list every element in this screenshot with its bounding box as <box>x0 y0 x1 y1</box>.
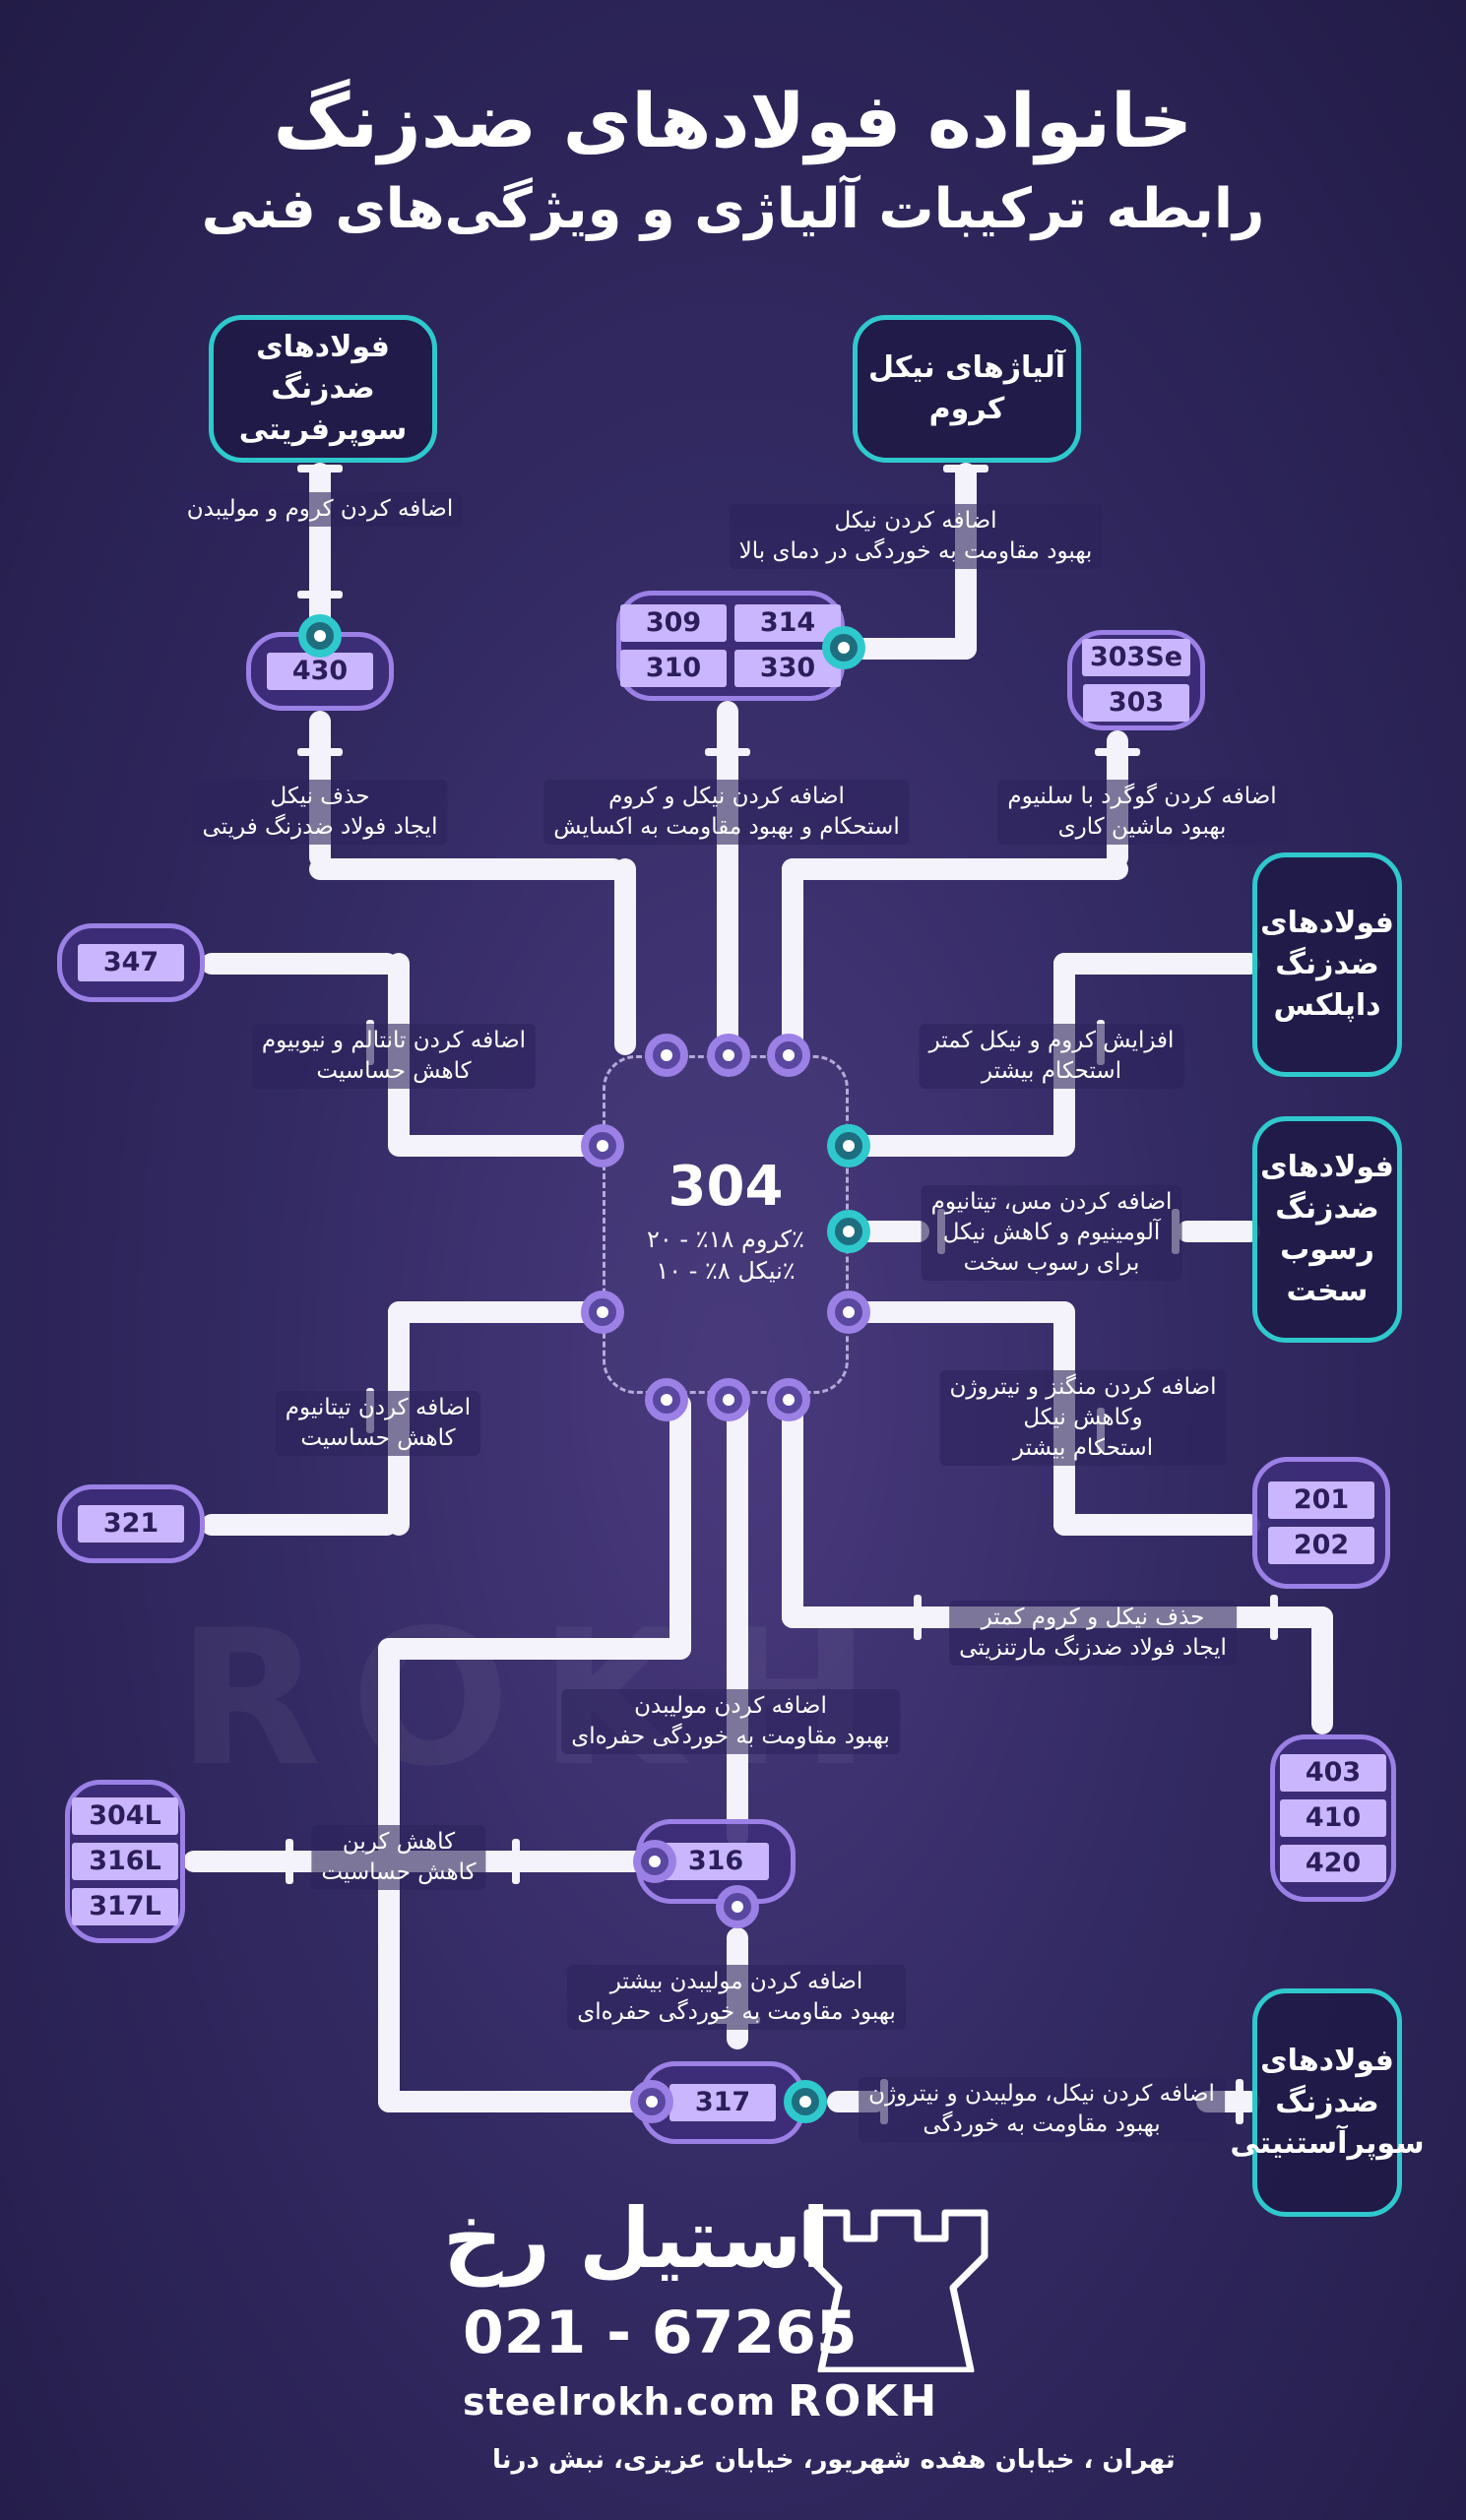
grade-201: 201 <box>1268 1481 1374 1519</box>
grade-317l: 317L <box>72 1888 178 1925</box>
connector-dot <box>767 1034 810 1077</box>
hub-duplex-label: فولادهای ضدزنگ داپلکس <box>1260 906 1394 1023</box>
logo-wordmark: ROKH <box>788 2376 940 2426</box>
node-347[interactable]: 347 <box>57 923 205 1002</box>
hub-superaustenitic-label: فولادهای ضدزنگ سوپرآستنیتی <box>1230 2044 1425 2161</box>
grade-303: 303 <box>1083 684 1189 722</box>
connector-dot <box>827 1210 870 1253</box>
hub-precipitation-label: فولادهای ضدزنگ رسوب سخت <box>1260 1150 1394 1308</box>
address: تهران ، خیابان هفده شهریور، خیابان عزیزی… <box>492 2445 1176 2475</box>
grade-430: 430 <box>267 653 373 690</box>
connector-dot <box>827 1291 870 1334</box>
connector-dot <box>581 1291 624 1334</box>
grade-310: 310 <box>620 650 727 687</box>
connector-dot <box>581 1124 624 1167</box>
hub-superaustenitic[interactable]: فولادهای ضدزنگ سوپرآستنیتی <box>1230 1988 1425 2217</box>
connector-dot <box>645 1378 688 1421</box>
grade-314: 314 <box>734 604 841 642</box>
grade-202: 202 <box>1268 1527 1374 1564</box>
node-316[interactable]: 316 <box>636 1819 796 1904</box>
connector-dot <box>784 2080 827 2123</box>
node-303-group[interactable]: 303Se 303 <box>1067 630 1205 730</box>
connector-dot <box>822 626 865 669</box>
node-403-group[interactable]: 403 410 420 <box>1270 1734 1396 1902</box>
hub-nickel-chrome-label: آلیاژهای نیکل کروم <box>867 350 1066 426</box>
website-link[interactable]: steelrokh.com <box>463 2380 777 2424</box>
grade-347: 347 <box>78 944 184 981</box>
node-309-group[interactable]: 309 314 310 330 <box>616 591 845 701</box>
node-321[interactable]: 321 <box>57 1484 205 1563</box>
rook-logo-icon <box>803 2209 988 2372</box>
node-201-group[interactable]: 201 202 <box>1252 1457 1390 1589</box>
connector-dot <box>633 1840 676 1883</box>
grade-316: 316 <box>663 1843 769 1880</box>
hub-precipitation-hardening[interactable]: فولادهای ضدزنگ رسوب سخت <box>1252 1116 1402 1343</box>
hub-nickel-chrome[interactable]: آلیاژهای نیکل کروم <box>853 315 1081 463</box>
grade-304l: 304L <box>72 1797 178 1835</box>
node-317[interactable]: 317 <box>640 2061 805 2144</box>
grade-317: 317 <box>669 2084 776 2121</box>
center-grade: 304 <box>668 1155 784 1219</box>
connector-dot <box>707 1378 750 1421</box>
connector-dot <box>716 1885 759 1928</box>
grade-316l: 316L <box>72 1843 178 1880</box>
hub-duplex[interactable]: فولادهای ضدزنگ داپلکس <box>1252 852 1402 1077</box>
grade-403: 403 <box>1280 1754 1386 1792</box>
page-title: خانواده فولادهای ضدزنگ <box>273 77 1193 164</box>
connector-dot <box>827 1124 870 1167</box>
phone-number[interactable]: 021 - 67265 <box>463 2299 858 2367</box>
connector-dot <box>645 1034 688 1077</box>
connector-dot <box>630 2080 673 2123</box>
connector-dot <box>298 614 342 658</box>
grade-410: 410 <box>1280 1799 1386 1837</box>
page-subtitle: رابطه ترکیبات آلیاژی و ویژگی‌های فنی <box>201 177 1265 241</box>
grade-309: 309 <box>620 604 727 642</box>
grade-303se: 303Se <box>1081 639 1191 676</box>
center-chromium: کروم ۱۸٪ - ۲۰٪ <box>646 1226 804 1253</box>
grade-321: 321 <box>78 1505 184 1543</box>
grade-420: 420 <box>1280 1845 1386 1882</box>
brand-name: استیل رخ <box>443 2190 831 2287</box>
center-nickel: نیکل ۸٪ - ۱۰٪ <box>656 1257 796 1285</box>
connector-dot <box>707 1034 750 1077</box>
hub-superferritic[interactable]: فولادهای ضدزنگ سوپرفریتی <box>209 315 437 463</box>
hub-superferritic-label: فولادهای ضدزنگ سوپرفریتی <box>238 330 408 447</box>
connector-dot <box>767 1378 810 1421</box>
label-add-cr-mo: اضافه کردن کروم و مولیبدن <box>176 492 464 527</box>
node-304l-group[interactable]: 304L 316L 317L <box>65 1780 185 1943</box>
